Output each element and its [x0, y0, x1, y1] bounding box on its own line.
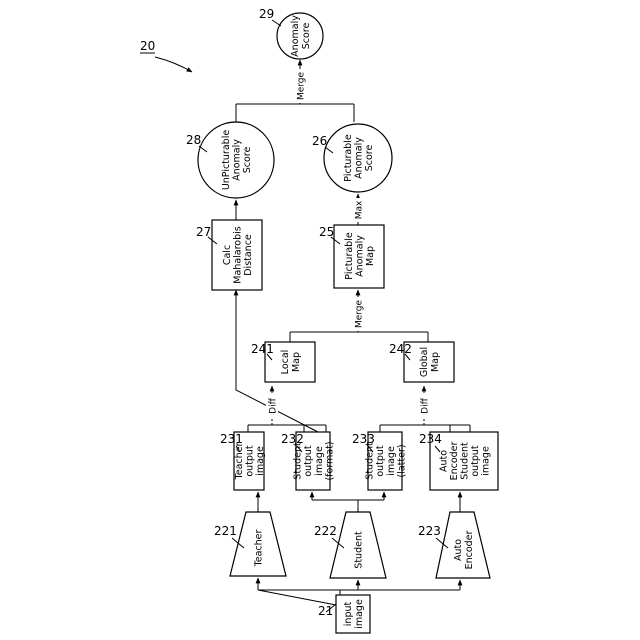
input-image-label: inputimage: [343, 599, 365, 629]
teacher-output-label: Teacheroutputimage: [234, 442, 266, 480]
reference-numeral: 231: [220, 432, 243, 446]
teacher-label: Teacher: [254, 529, 265, 567]
merge-scores-label: Merge: [297, 71, 307, 100]
ref-222: 222: [314, 524, 344, 548]
input-to-bus: [258, 590, 336, 605]
node-label-line: image: [354, 599, 365, 629]
node-label-line: (format): [324, 441, 335, 480]
node-label-line: Student: [460, 442, 471, 480]
node-label-line: input: [343, 602, 354, 627]
ref-21: 21: [318, 604, 336, 618]
reference-numeral: 232: [281, 432, 304, 446]
node-label-line: output: [245, 445, 256, 477]
node-label-line: image: [255, 446, 266, 476]
reference-numeral: 21: [318, 604, 333, 618]
node-label-line: image: [314, 446, 325, 476]
reference-numeral: 242: [389, 342, 412, 356]
reference-numeral: 29: [259, 7, 274, 21]
ref-223: 223: [418, 524, 448, 548]
reference-leader-line: [272, 20, 281, 26]
reference-numeral: 28: [186, 133, 201, 147]
reference-numeral: 222: [314, 524, 337, 538]
student-label: Student: [354, 531, 365, 569]
node-label-line: Auto: [439, 450, 450, 472]
figure-number: 20: [140, 39, 155, 53]
reference-numeral: 26: [312, 134, 327, 148]
node-label-line: Anomaly: [232, 139, 243, 181]
max-label: Max: [355, 200, 365, 219]
max-label-group: Max: [352, 198, 365, 222]
student-output-former-label: Studentoutputimage(format): [293, 441, 336, 480]
node-label-line: Anomaly: [355, 235, 366, 277]
node-label-line: Encoder: [449, 441, 460, 480]
node-label-line: Map: [430, 352, 441, 372]
node-label-line: Auto: [453, 539, 464, 561]
node-label-line: image: [386, 446, 397, 476]
node-label-line: output: [470, 445, 481, 477]
node-label-line: Teacher: [234, 442, 245, 480]
node-label-line: Encoder: [464, 530, 475, 569]
figure-pointer-arrow: [155, 57, 192, 72]
node-label-line: Map: [291, 352, 302, 372]
merge-maps-label-group: Merge: [352, 297, 365, 331]
reference-numeral: 27: [196, 225, 211, 239]
node-label-line: Picturable: [344, 232, 355, 280]
node-label-line: Global: [419, 347, 430, 377]
node-label-line: Anomaly: [290, 15, 301, 57]
reference-numeral: 223: [418, 524, 441, 538]
node-label-line: Student: [365, 442, 376, 480]
node-label-line: Local: [280, 350, 291, 375]
node-label-line: Calc: [222, 245, 233, 265]
merge-scores-label-group: Merge: [294, 69, 307, 103]
node-label-line: Anomaly: [354, 137, 365, 179]
node-label-line: (latter): [396, 444, 407, 477]
reference-numeral: 241: [251, 342, 274, 356]
diff-local-label-group: Diff: [266, 393, 279, 419]
local-map-label: LocalMap: [280, 350, 302, 375]
node-label-line: Teacher: [254, 529, 265, 567]
node-label-line: UnPicturable: [221, 130, 232, 190]
ref-29: 29: [259, 7, 281, 26]
node-label-line: output: [303, 445, 314, 477]
node-label-line: image: [481, 446, 492, 476]
student-output-latter-label: Studentoutputimage(latter): [365, 442, 408, 480]
node-label-line: Student: [354, 531, 365, 569]
reference-numeral: 233: [352, 432, 375, 446]
node-label-line: Score: [242, 147, 253, 174]
reference-numeral: 221: [214, 524, 237, 538]
node-label-line: Mahalarobis: [233, 226, 244, 284]
diff-global-label-group: Diff: [418, 393, 431, 419]
node-label-line: Score: [364, 145, 375, 172]
reference-numeral: 234: [419, 432, 442, 446]
node-label-line: output: [375, 445, 386, 477]
diff-local-label: Diff: [269, 397, 279, 413]
merge-maps-label: Merge: [355, 299, 365, 328]
node-label-line: Distance: [243, 234, 254, 276]
diff-global-label: Diff: [421, 397, 431, 413]
node-label-line: Picturable: [343, 134, 354, 182]
node-label-line: Map: [365, 246, 376, 266]
node-label-line: Score: [301, 23, 312, 50]
reference-numeral: 25: [319, 225, 334, 239]
